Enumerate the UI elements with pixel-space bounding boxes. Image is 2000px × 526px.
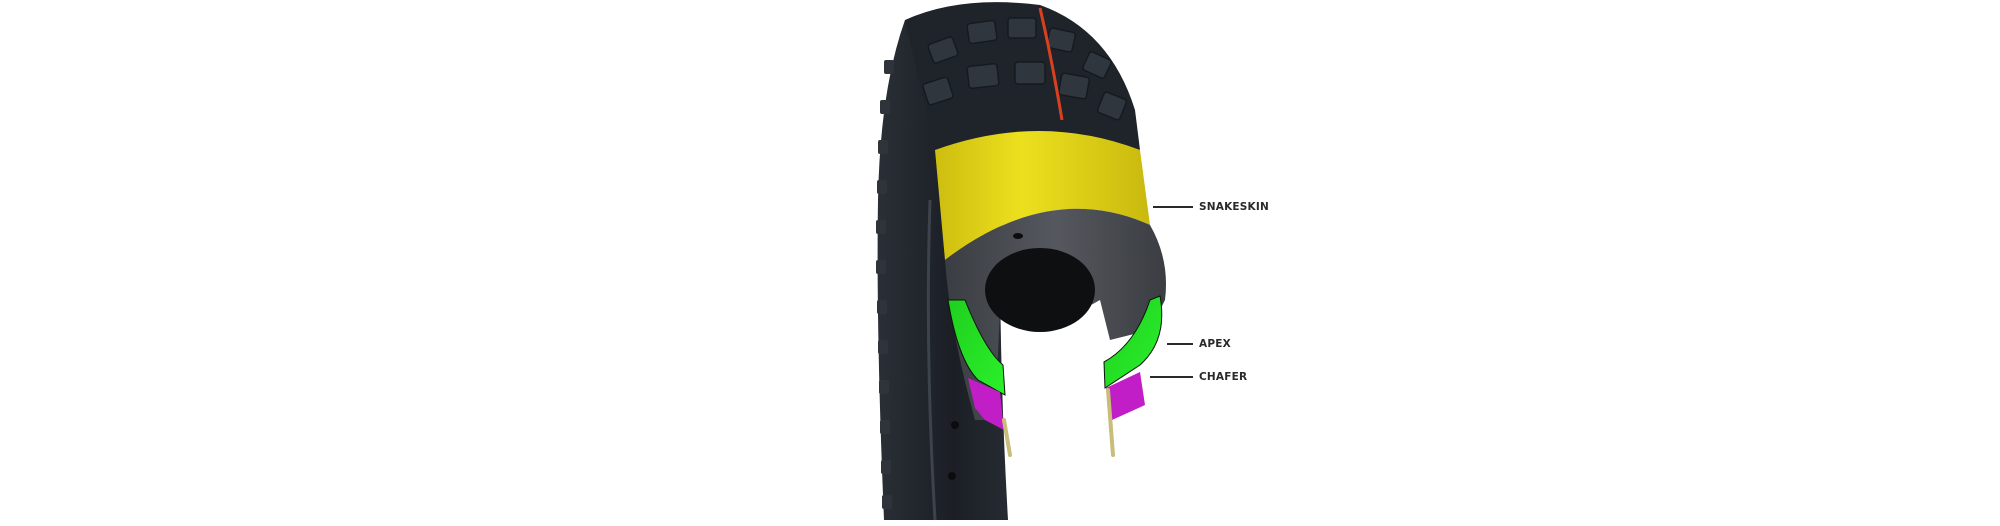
snakeskin-callout: SNAKESKIN bbox=[1153, 201, 1269, 213]
callout-line bbox=[1167, 343, 1193, 345]
bead-wire bbox=[1002, 388, 1115, 457]
tire-casing bbox=[945, 208, 1166, 420]
chafer-callout: CHAFER bbox=[1150, 371, 1247, 383]
apex-layer bbox=[947, 295, 1163, 396]
tire-tread bbox=[905, 2, 1140, 151]
chafer-layer bbox=[968, 372, 1145, 430]
apex-callout: APEX bbox=[1167, 338, 1231, 350]
snakeskin-label: SNAKESKIN bbox=[1199, 201, 1269, 213]
apex-label: APEX bbox=[1199, 338, 1231, 350]
callout-line bbox=[1150, 376, 1193, 378]
callout-line bbox=[1153, 206, 1193, 208]
snakeskin-layer bbox=[935, 131, 1150, 260]
chafer-label: CHAFER bbox=[1199, 371, 1248, 383]
